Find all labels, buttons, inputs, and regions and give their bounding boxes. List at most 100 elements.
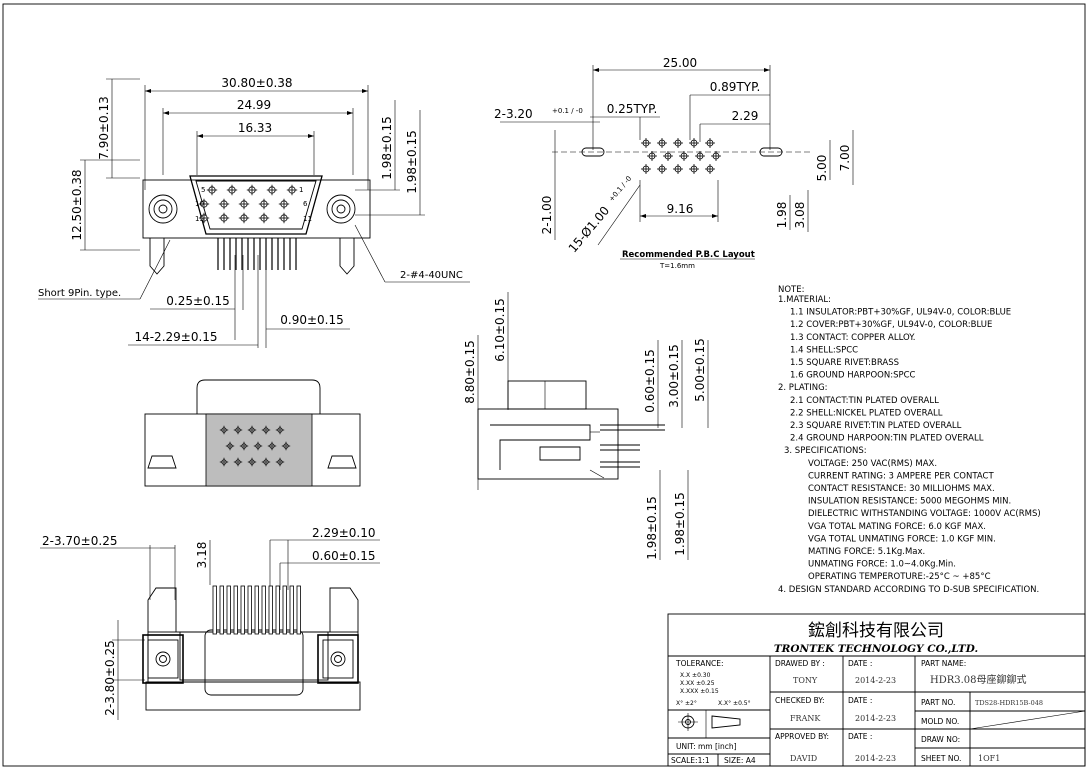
dim-right-lower: 1.98±0.15 xyxy=(405,130,419,194)
dim-pcb-slot: 2-3.20 xyxy=(494,107,533,121)
dim-height-body: 12.50±0.38 xyxy=(70,169,84,240)
size-label: SIZE: A4 xyxy=(724,756,756,765)
front-pin xyxy=(258,198,270,210)
dim-mid-width: 24.99 xyxy=(237,98,271,112)
mold-no-label: MOLD NO. xyxy=(921,717,959,726)
label-short-pin: Short 9Pin. type. xyxy=(38,288,121,299)
date-label-3: DATE : xyxy=(848,732,872,741)
note-line: 2.3 SQUARE RIVET:TIN PLATED OVERALL xyxy=(790,421,962,431)
front-pin xyxy=(238,198,250,210)
rear-view xyxy=(144,379,361,487)
front-pin-grid xyxy=(198,184,298,224)
pcb-hole xyxy=(695,151,705,161)
pcb-hole xyxy=(689,138,699,148)
svg-text:11: 11 xyxy=(303,215,312,223)
dim-pin-pitch: 14-2.29±0.15 xyxy=(134,330,217,344)
company-name-cn: 鋐創科技有限公司 xyxy=(808,621,944,641)
pcb-hole xyxy=(711,151,721,161)
front-pin xyxy=(246,184,258,196)
rear-pin xyxy=(247,457,257,467)
bottom-pin xyxy=(289,585,294,635)
note-line: 1.3 CONTACT: COPPER ALLOY. xyxy=(790,333,915,343)
dim-bottom-holes: 2-3.70±0.25 xyxy=(42,534,117,548)
bottom-pin xyxy=(268,585,273,635)
note-line: 2.2 SHELL:NICKEL PLATED OVERALL xyxy=(790,408,943,418)
bottom-pin xyxy=(282,585,287,635)
pcb-hole xyxy=(641,164,651,174)
part-name-label: PART NAME: xyxy=(921,659,966,668)
tolerance-label: TOLERANCE: xyxy=(675,659,724,668)
dim-pcb-total: 25.00 xyxy=(663,56,697,70)
dim-pcb-v-a: 1.98 xyxy=(775,202,789,229)
date-label-2: DATE : xyxy=(848,696,872,705)
rear-pin xyxy=(253,441,263,451)
pcb-hole xyxy=(705,138,715,148)
sheet-no-label: SHEET NO. xyxy=(921,754,961,763)
dim-overall-width: 30.80±0.38 xyxy=(221,76,292,90)
dim-side-total: 8.80±0.15 xyxy=(463,340,477,404)
bottom-pin xyxy=(212,585,217,635)
drawn-by-label: DRAWED BY : xyxy=(775,659,825,668)
draw-no-label: DRAW NO: xyxy=(921,735,960,744)
bottom-pin xyxy=(296,585,301,635)
note-line: 1.MATERIAL: xyxy=(778,295,831,305)
front-pin xyxy=(238,212,250,224)
bottom-pin xyxy=(240,585,245,635)
rear-pin xyxy=(247,425,257,435)
rear-pin xyxy=(275,425,285,435)
angle-tol-b: X.X° ±0.5° xyxy=(718,700,751,707)
front-pin xyxy=(198,198,210,210)
front-pin xyxy=(218,198,230,210)
dim-pcb-h-small: 5.00 xyxy=(815,155,829,182)
company-name-en: TRONTEK TECHNOLOGY CO.,LTD. xyxy=(774,643,978,655)
front-pin xyxy=(278,212,290,224)
front-pin xyxy=(266,184,278,196)
bottom-pin xyxy=(219,585,224,635)
pcb-hole xyxy=(663,151,673,161)
dim-pcb-typ-left: 0.25TYP. xyxy=(607,102,658,116)
projection-symbol xyxy=(678,713,741,731)
note-line: 1.5 SQUARE RIVET:BRASS xyxy=(790,358,899,368)
dim-pcb-pitch: 2.29 xyxy=(732,109,759,123)
dim-pcb-holes: 15-Ø1.00 xyxy=(566,204,613,256)
date-value-1: 2014-2-23 xyxy=(855,676,896,685)
dim-pcb-h-large: 7.00 xyxy=(838,145,852,172)
pcb-layout: 25.00 0.89TYP. 0.25TYP. 2.29 2-3.20 +0.1… xyxy=(494,56,854,270)
dim-pin-offset: 0.25±0.15 xyxy=(166,294,230,308)
note-line: VOLTAGE: 250 VAC(RMS) MAX. xyxy=(808,459,937,469)
bottom-pin xyxy=(226,585,231,635)
rear-pin xyxy=(233,425,243,435)
dim-pcb-slot-tol: +0.1 / -0 xyxy=(552,107,583,115)
dim-pcb-row-span: 9.16 xyxy=(667,202,694,216)
svg-text:5: 5 xyxy=(201,186,205,194)
note-line: DIELECTRIC WITHSTANDING VOLTAGE: 1000V A… xyxy=(808,509,1041,519)
dim-bottom-pin: 0.60±0.15 xyxy=(312,549,376,563)
rear-pin xyxy=(233,457,243,467)
rear-pin xyxy=(281,441,291,451)
rear-pin-grid xyxy=(219,425,291,467)
approved-by-label: APPROVED BY: xyxy=(775,732,829,741)
bottom-view: 2-3.70±0.25 3.18 2.29±0.10 0.60±0.15 2-3… xyxy=(40,526,380,720)
notes-title: NOTE: xyxy=(778,285,804,295)
dim-inner-width: 16.33 xyxy=(238,121,272,135)
tolerance-line-1: X.X ±0.30 xyxy=(680,672,711,679)
bottom-pin xyxy=(275,585,280,635)
unit-label: UNIT: mm [inch] xyxy=(676,742,737,751)
checked-by-label: CHECKED BY: xyxy=(775,696,825,705)
scale-label: SCALE:1:1 xyxy=(671,756,710,765)
pcb-hole xyxy=(641,138,651,148)
drawing-border xyxy=(2,3,1086,767)
dim-side-bottom-a: 1.98±0.15 xyxy=(645,496,659,560)
rear-pin xyxy=(219,457,229,467)
dim-bottom-left-h: 2-3.80±0.25 xyxy=(103,640,117,715)
bottom-pin xyxy=(254,585,259,635)
dim-pcb-hole-tol: +0.1 / -0 xyxy=(607,175,633,204)
pcb-hole xyxy=(657,164,667,174)
front-pin xyxy=(206,184,218,196)
pcb-hole xyxy=(705,164,715,174)
front-pin xyxy=(278,198,290,210)
dim-pcb-vert-slot: 2-1.00 xyxy=(540,196,554,235)
pcb-hole xyxy=(689,164,699,174)
sheet-no-value: 1OF1 xyxy=(978,754,1000,763)
front-view: 30.80±0.38 24.99 16.33 7.90±0.13 12.50±0… xyxy=(38,76,470,348)
